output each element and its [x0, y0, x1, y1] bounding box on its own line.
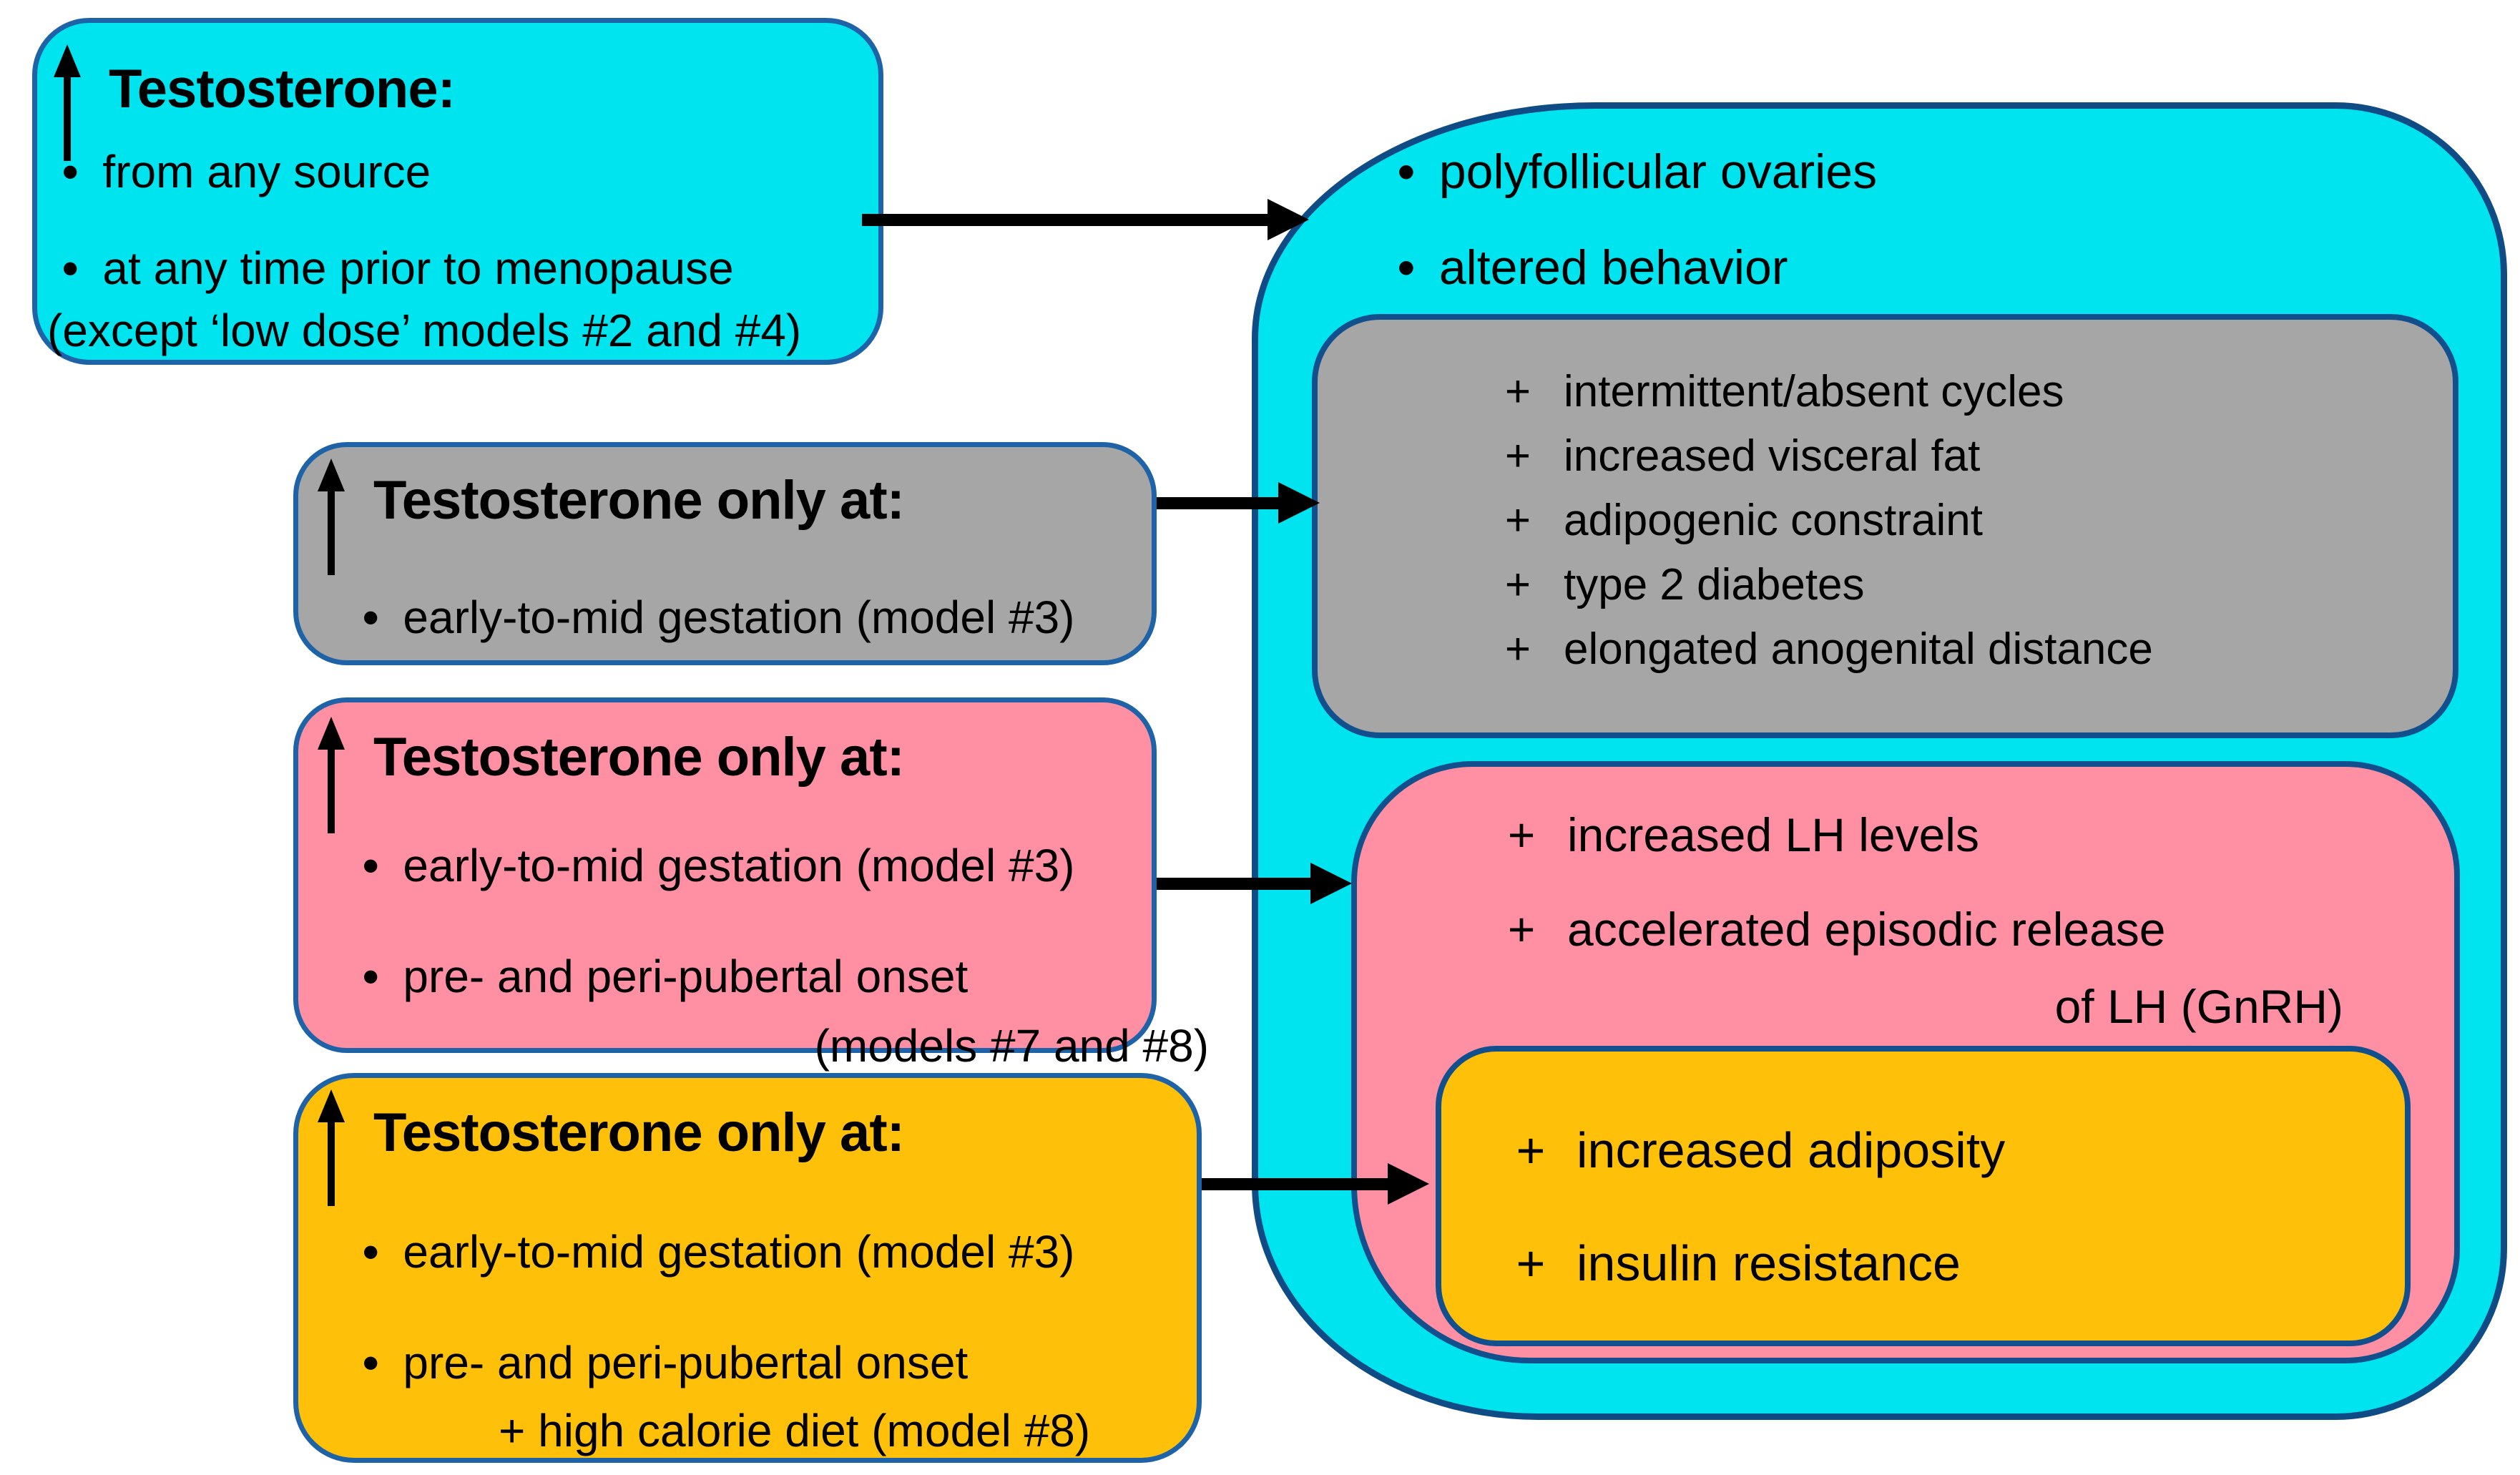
arrow-shaft	[1202, 1177, 1388, 1190]
box3-bullet2: pre- and peri-pubertal onset	[403, 950, 969, 1002]
arrow-head-icon	[1268, 199, 1309, 240]
arrow-gestation-puberty	[1157, 863, 1352, 904]
gray-item1: intermittent/absent cycles	[1564, 366, 2064, 416]
box2-bullet1: early-to-mid gestation (model #3)	[403, 591, 1075, 643]
list-item: • early-to-mid gestation (model #3)	[363, 831, 1074, 899]
plus-icon: +	[1504, 495, 1531, 545]
outcome-box-lh: + increased LH levels + accelerated epis…	[1351, 761, 2460, 1363]
bullet-icon: •	[363, 950, 379, 1002]
box2-title: Testosterone only at:	[373, 470, 905, 531]
pink-item1: increased LH levels	[1567, 808, 1979, 861]
bullet-icon: •	[363, 1336, 379, 1388]
list-item: + intermittent/absent cycles	[1496, 359, 2064, 423]
list-item: • pre- and peri-pubertal onset	[363, 1328, 968, 1396]
box4-note: + high calorie diet (model #8)	[499, 1405, 1091, 1456]
outcome-box-metabolic: + increased adiposity + insulin resistan…	[1436, 1046, 2411, 1346]
box3-bullet1: early-to-mid gestation (model #3)	[403, 839, 1075, 891]
list-item: + insulin resistance	[1509, 1229, 1961, 1297]
box1-bullet1: from any source	[102, 145, 431, 197]
gray-item4: type 2 diabetes	[1564, 559, 1865, 609]
bullet-icon: •	[1398, 144, 1415, 199]
bullet-icon: •	[62, 242, 79, 294]
model-box-gestation-puberty-diet: Testosterone only at: • early-to-mid ges…	[293, 1073, 1202, 1463]
box3-title: Testosterone only at:	[373, 727, 905, 788]
box4-bullet1: early-to-mid gestation (model #3)	[403, 1225, 1075, 1278]
list-item: • at any time prior to menopause	[62, 234, 734, 302]
bullet-icon: •	[363, 1225, 379, 1278]
plus-icon: +	[1504, 624, 1531, 674]
list-item: • polyfollicular ovaries	[1398, 139, 1877, 205]
outcome-box-cycles-metabolic: + intermittent/absent cycles + increased…	[1312, 314, 2458, 738]
list-item: + elongated anogenital distance	[1496, 617, 2153, 681]
list-item: • pre- and peri-pubertal onset	[363, 942, 968, 1010]
arrow-head-icon	[1310, 863, 1352, 904]
bullet-icon: •	[363, 839, 379, 891]
box4-title: Testosterone only at:	[373, 1102, 905, 1163]
list-item: + increased LH levels	[1500, 803, 1979, 867]
box1-title: Testosterone:	[109, 59, 456, 119]
bullet-icon: •	[62, 145, 79, 197]
plus-icon: +	[1504, 366, 1531, 416]
arrow-gestation-puberty-diet	[1202, 1163, 1429, 1205]
box1-note: (except ‘low dose’ models #2 and #4)	[47, 304, 802, 356]
box3-note: (models #7 and #8)	[814, 1020, 1209, 1072]
pink-item2-continuation: of LH (GnRH)	[2054, 980, 2343, 1033]
bullet-icon: •	[363, 591, 379, 643]
list-item: • from any source	[62, 137, 431, 205]
up-arrow-icon	[54, 44, 81, 161]
up-arrow-icon	[318, 717, 345, 833]
orange-item2: insulin resistance	[1577, 1235, 1961, 1291]
box4-bullet2: pre- and peri-pubertal onset	[403, 1336, 969, 1388]
plus-icon: +	[1507, 903, 1536, 956]
plus-icon: +	[1507, 808, 1536, 861]
arrow-shaft	[1157, 496, 1278, 509]
orange-item1: increased adiposity	[1577, 1122, 2006, 1178]
arrow-gestation	[1157, 482, 1320, 524]
list-item: + type 2 diabetes	[1496, 552, 1865, 617]
list-item: • early-to-mid gestation (model #3)	[363, 1217, 1074, 1285]
model-box-gestation-puberty: Testosterone only at: • early-to-mid ges…	[293, 697, 1209, 1072]
list-item: • altered behavior	[1398, 235, 1788, 300]
gray-item3: adipogenic constraint	[1564, 495, 1983, 545]
outcome-panel: • polyfollicular ovaries • altered behav…	[1252, 102, 2507, 1420]
list-item: + increased adiposity	[1509, 1116, 2006, 1184]
list-item: + accelerated episodic release	[1500, 897, 2166, 961]
arrow-head-icon	[1278, 482, 1320, 524]
outcome-bullet2: altered behavior	[1438, 240, 1788, 295]
gray-item2: increased visceral fat	[1564, 431, 1981, 481]
pink-item2: accelerated episodic release	[1567, 903, 2166, 956]
model-box-gestation: Testosterone only at: • early-to-mid ges…	[293, 442, 1157, 665]
bullet-icon: •	[1398, 240, 1415, 295]
plus-icon: +	[1516, 1235, 1546, 1291]
list-item: • early-to-mid gestation (model #3)	[363, 583, 1074, 651]
arrow-head-icon	[1388, 1163, 1429, 1205]
up-arrow-icon	[318, 459, 345, 575]
up-arrow-icon	[318, 1089, 345, 1206]
arrow-shaft	[1157, 877, 1310, 890]
plus-icon: +	[1504, 559, 1531, 609]
arrow-any-source	[862, 199, 1309, 240]
model-box-any-source: Testosterone: • from any source • at any…	[32, 18, 883, 365]
plus-icon: +	[1516, 1122, 1546, 1178]
list-item: + adipogenic constraint	[1496, 488, 1983, 552]
plus-icon: +	[1504, 431, 1531, 481]
gray-item5: elongated anogenital distance	[1564, 624, 2153, 674]
box1-bullet2: at any time prior to menopause	[102, 242, 734, 294]
outcome-bullet1: polyfollicular ovaries	[1438, 144, 1878, 199]
arrow-shaft	[862, 213, 1268, 226]
list-item: + increased visceral fat	[1496, 423, 1980, 488]
